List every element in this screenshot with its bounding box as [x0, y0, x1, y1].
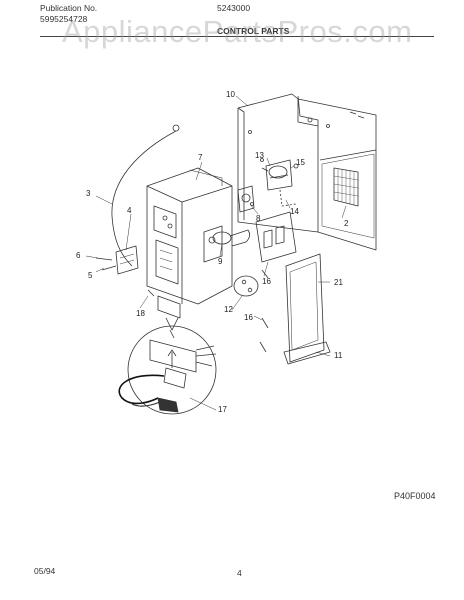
- diagram-code: P40F0004: [394, 491, 436, 501]
- rotary-switch: [237, 185, 255, 213]
- wire-lead: [111, 124, 180, 267]
- callout-10: 10: [226, 90, 235, 99]
- callout-11: 11: [334, 351, 343, 360]
- callout-12: 12: [224, 305, 233, 314]
- callout-21: 21: [334, 278, 343, 287]
- power-cord-detail: [118, 317, 217, 415]
- callout-8: 8: [256, 214, 261, 223]
- cam-assembly: [212, 229, 250, 247]
- callout-leaders: [85, 95, 347, 411]
- side-panel: [285, 253, 325, 363]
- model-number: 5243000: [217, 3, 251, 13]
- callout-13: 13: [255, 151, 264, 160]
- callout-14: 14: [290, 207, 299, 216]
- header-rule: [40, 36, 434, 37]
- main-control-box: [146, 167, 233, 319]
- publication-label: Publication No.: [40, 3, 98, 13]
- page-number: 4: [237, 568, 242, 578]
- callout-17: 17: [218, 405, 227, 414]
- callout-2: 2: [344, 219, 349, 228]
- publication-number: 5995254728: [40, 14, 88, 24]
- callout-5: 5: [88, 271, 93, 280]
- callout-4: 4: [127, 206, 132, 215]
- callout-16b: 16: [244, 313, 253, 322]
- callout-16: 16: [262, 277, 271, 286]
- callout-7: 7: [198, 153, 203, 162]
- section-title: CONTROL PARTS: [217, 26, 290, 36]
- callout-18: 18: [136, 309, 145, 318]
- dial-knob: [233, 275, 259, 297]
- bottom-trim: [283, 341, 331, 365]
- filter-screen: [333, 167, 359, 207]
- support-bracket: [255, 211, 297, 263]
- callout-15: 15: [296, 158, 305, 167]
- callout-3: 3: [86, 189, 91, 198]
- callout-6: 6: [76, 251, 81, 260]
- callout-9: 9: [218, 257, 223, 266]
- screws: [147, 269, 269, 353]
- control-housing-panel: [237, 93, 377, 251]
- footer-date: 05/94: [34, 566, 56, 576]
- terminal-block: [95, 245, 139, 275]
